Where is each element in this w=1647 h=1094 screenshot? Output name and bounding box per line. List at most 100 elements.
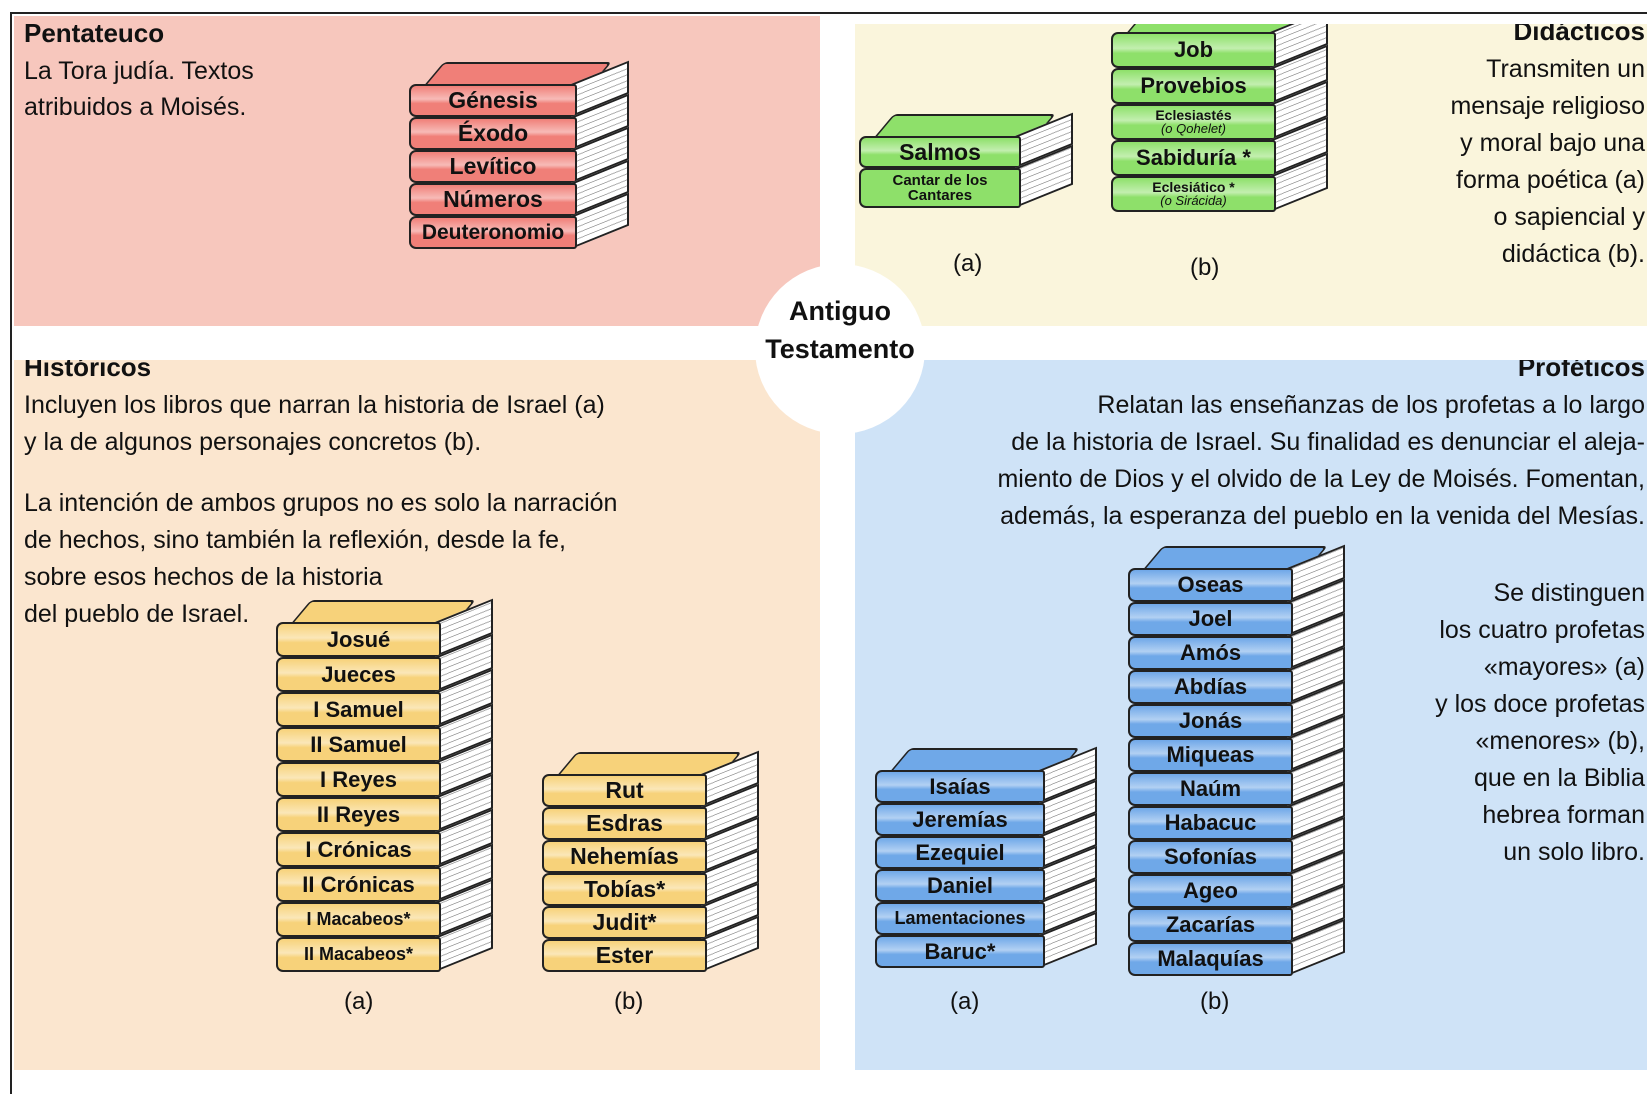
text-line: «menores» (b), [1475, 727, 1645, 755]
text-line: y la de algunos personajes concretos (b)… [24, 428, 482, 456]
text-line: Se distinguen [1493, 579, 1645, 607]
didacticos-a-book: Salmos [859, 136, 1021, 168]
book-title: Sabiduría * [1136, 145, 1251, 170]
profeticos-b-book: Naúm [1128, 772, 1293, 806]
profeticos-a-book: Baruc* [875, 935, 1045, 968]
pentateuco-title: Pentateuco [24, 18, 165, 48]
book-title: Ageo [1183, 878, 1238, 903]
text-line: sobre esos hechos de la historia [24, 563, 383, 591]
text-line: y los doce profetas [1435, 690, 1645, 718]
book-title: Ezequiel [915, 839, 1005, 865]
book-title: II Crónicas [302, 871, 415, 897]
book-title: Jonás [1178, 708, 1243, 733]
text-line: un solo libro. [1503, 838, 1645, 866]
pentateuco-desc-1: La Tora judía. Textos [24, 57, 254, 85]
text-line: didáctica (b). [1501, 240, 1645, 268]
text-line: mensaje religioso [1450, 92, 1645, 120]
didacticos-label-a: (a) [953, 250, 983, 277]
profeticos-b-book: Miqueas [1128, 738, 1293, 772]
profeticos-a-book: Ezequiel [875, 836, 1045, 869]
book-title: Éxodo [457, 120, 529, 146]
book-title: II Macabeos* [303, 944, 414, 964]
book-title: Esdras [586, 810, 663, 836]
text-line: forma poética (a) [1456, 166, 1645, 194]
text-line: de hechos, sino también la reflexión, de… [24, 526, 567, 554]
text-line: además, la esperanza del pueblo en la ve… [1000, 502, 1645, 530]
historicos-b-book: Nehemías [542, 840, 707, 873]
book-title: Isaías [929, 773, 991, 799]
pentateuco-book: Levítico [409, 150, 577, 183]
profeticos-b-book: Amós [1128, 636, 1293, 670]
profeticos-b-book: Ageo [1128, 874, 1293, 908]
historicos-b-book: Tobías* [542, 873, 707, 906]
antiguo-testamento-badge: Antiguo Testamento [755, 264, 925, 434]
text-line: «mayores» (a) [1483, 653, 1645, 681]
book-title: Malaquías [1157, 946, 1264, 971]
historicos-a-book: II Reyes [276, 797, 441, 832]
book-title: Jueces [321, 661, 396, 687]
text-line: Relatan las enseñanzas de los profetas a… [1097, 391, 1645, 419]
text-line: Incluyen los libros que narran la histor… [24, 391, 605, 419]
book-title: I Reyes [319, 766, 398, 792]
book-title: Sofonías [1164, 844, 1257, 869]
book-title: Judit* [592, 909, 657, 935]
historicos-b-book: Ester [542, 939, 707, 972]
profeticos-b-book: Oseas [1128, 568, 1293, 602]
pentateuco-book: Éxodo [409, 117, 577, 150]
book-title: Salmos [899, 138, 981, 165]
book-title: Amós [1179, 640, 1242, 665]
book-title: Daniel [926, 872, 994, 898]
historicos-label-b: (b) [614, 988, 644, 1015]
book-title: Abdías [1173, 674, 1248, 699]
pentateuco-book: Números [409, 183, 577, 216]
book-title: Job [1173, 37, 1214, 62]
pentateuco-book: Génesis [409, 84, 577, 117]
profeticos-label-a: (a) [950, 988, 980, 1015]
historicos-a-book: I Samuel [276, 692, 441, 727]
diagram-frame [10, 12, 1647, 1094]
historicos-a-book: II Crónicas [276, 867, 441, 902]
historicos-b-book: Judit* [542, 906, 707, 939]
book-title: Ester [595, 942, 654, 968]
center-line-1: Antiguo [789, 296, 891, 326]
didacticos-b-book: Eclesiático *(o Sirácida) [1111, 176, 1276, 212]
pentateuco-book: Deuteronomio [409, 216, 577, 249]
center-line-2: Testamento [765, 334, 915, 364]
profeticos-b-book: Habacuc [1128, 806, 1293, 840]
historicos-a-book: Josué [276, 622, 441, 657]
profeticos-b-book: Sofonías [1128, 840, 1293, 874]
historicos-a-book: II Samuel [276, 727, 441, 762]
historicos-a-book: I Macabeos* [276, 902, 441, 937]
profeticos-title: Proféticos [1517, 360, 1645, 382]
didacticos-label-b: (b) [1190, 254, 1220, 281]
historicos-title: Históricos [24, 360, 152, 382]
book-title: Miqueas [1166, 742, 1255, 767]
didacticos-b-book: Job [1111, 32, 1276, 68]
profeticos-a-book: Daniel [875, 869, 1045, 902]
didacticos-b-book: Sabiduría * [1111, 140, 1276, 176]
profeticos-b-book: Zacarías [1128, 908, 1293, 942]
pentateuco-panel: Pentateuco La Tora judía. Textos atribui… [14, 16, 820, 326]
book-title: Provebios [1140, 73, 1247, 98]
book-title: II Reyes [316, 801, 401, 827]
book-title: Naúm [1179, 776, 1242, 801]
didacticos-a-book: Cantar de los Cantares [859, 168, 1021, 208]
profeticos-b-book: Malaquías [1128, 942, 1293, 976]
historicos-b-book: Rut [542, 774, 707, 807]
book-title: I Samuel [313, 696, 404, 722]
didacticos-title: Didácticos [1513, 24, 1646, 46]
text-line: los cuatro profetas [1439, 616, 1645, 644]
didacticos-b-book: Eclesiastés(o Qohelet) [1111, 104, 1276, 140]
book-title: Oseas [1177, 572, 1244, 597]
text-line: hebrea forman [1482, 801, 1645, 829]
profeticos-a-book: Lamentaciones [875, 902, 1045, 935]
text-line: y moral bajo una [1460, 129, 1645, 157]
text-line: que en la Biblia [1474, 764, 1645, 792]
historicos-label-a: (a) [344, 988, 374, 1015]
profeticos-label-b: (b) [1200, 988, 1230, 1015]
book-title: Tobías* [583, 876, 666, 902]
historicos-b-book: Esdras [542, 807, 707, 840]
historicos-a-book: I Reyes [276, 762, 441, 797]
